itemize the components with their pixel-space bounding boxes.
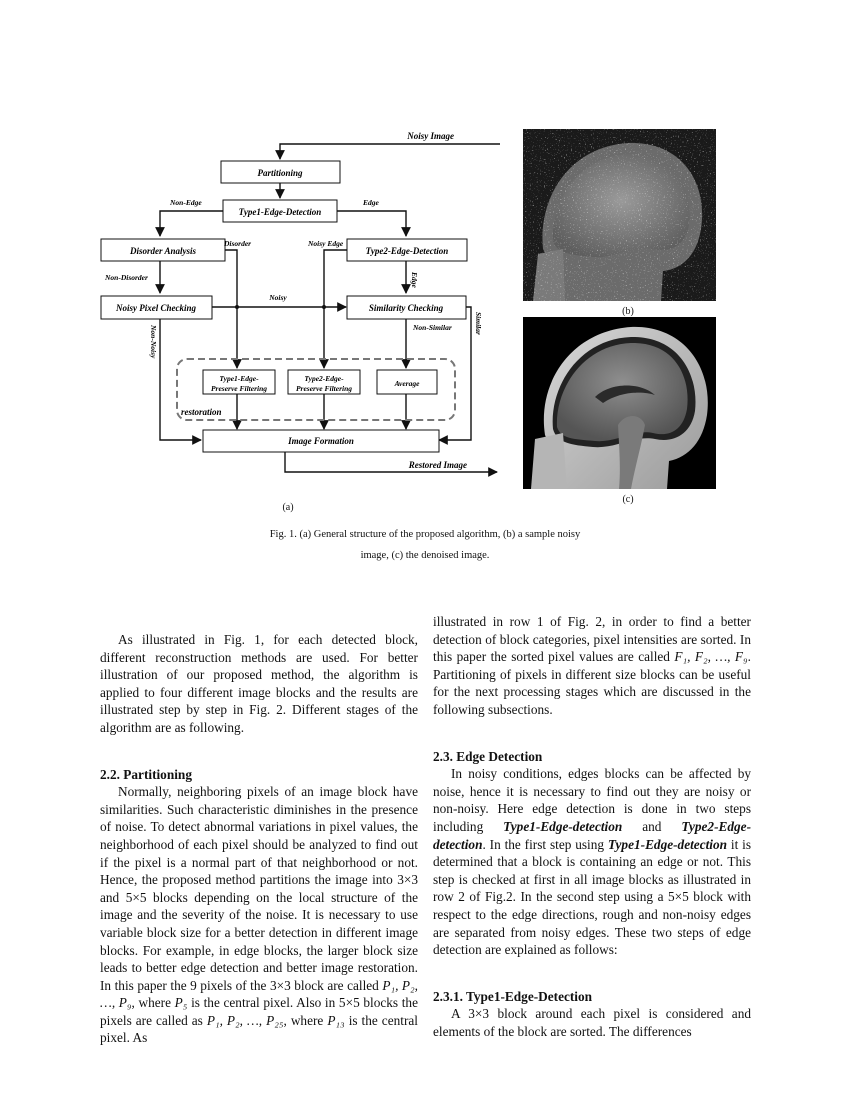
algorithm-flowchart: Partitioning Type1-Edge-Detection Disord… — [100, 131, 500, 477]
type1-edge-detection-paragraph: A 3×3 block around each pixel is conside… — [433, 1006, 751, 1039]
section-2-3-1-heading: 2.3.1. Type1-Edge-Detection — [433, 988, 593, 1004]
restoration-label: restoration — [181, 407, 222, 417]
partitioning-paragraph: Normally, neighboring pixels of an image… — [100, 784, 419, 1046]
type2-filter-box-line1: Type2-Edge- — [304, 374, 344, 383]
caption-line-1: Fig. 1. (a) General structure of the pro… — [269, 529, 581, 540]
type2-edge-detection-box: Type2-Edge-Detection — [366, 246, 449, 256]
subfigure-c-label: (c) — [622, 494, 634, 505]
type1-edge-detection-box: Type1-Edge-Detection — [239, 207, 322, 217]
section-2-2-heading: 2.2. Partitioning — [100, 766, 192, 782]
subfigure-b-label: (b) — [622, 306, 634, 317]
non-similar-label: Non-Similar — [412, 323, 452, 332]
edge-label: Edge — [362, 198, 380, 207]
right-column: illustrated in row 1 of Fig. 2, in order… — [433, 613, 751, 1040]
partitioning-box: Partitioning — [257, 168, 303, 178]
left-column: As illustrated in Fig. 1, for each detec… — [100, 631, 418, 1047]
non-noisy-label: Non-Noisy — [149, 324, 158, 359]
type1-filter-box-line2: Preserve Filtering — [211, 384, 267, 393]
caption-line-2: image, (c) the denoised image. — [360, 550, 490, 561]
restored-image-label: Restored Image — [408, 460, 467, 470]
edge-vertical-label: Edge — [410, 271, 419, 289]
noisy-mri-image — [523, 129, 716, 301]
noisy-edge-label: Noisy Edge — [307, 239, 344, 248]
disorder-analysis-box: Disorder Analysis — [129, 246, 196, 256]
image-formation-box: Image Formation — [287, 436, 354, 446]
disorder-label: Disorder — [223, 239, 251, 248]
average-box: Average — [394, 379, 421, 388]
noisy-pixel-checking-box: Noisy Pixel Checking — [115, 303, 196, 313]
similar-label: Similar — [474, 312, 483, 335]
intro-paragraph: As illustrated in Fig. 1, for each detec… — [100, 632, 418, 735]
edge-detection-paragraph: In noisy conditions, edges blocks can be… — [433, 766, 752, 958]
subfigure-a-label: (a) — [282, 502, 294, 513]
type1-filter-box-line1: Type1-Edge- — [219, 374, 259, 383]
non-edge-label: Non-Edge — [169, 198, 202, 207]
noisy-label: Noisy — [268, 293, 287, 302]
section-2-3-heading: 2.3. Edge Detection — [433, 748, 543, 764]
figure-caption: Fig. 1. (a) General structure of the pro… — [255, 524, 595, 566]
type2-filter-box-line2: Preserve Filtering — [296, 384, 352, 393]
denoised-mri-image — [523, 317, 716, 489]
noisy-image-label: Noisy Image — [406, 131, 454, 141]
partitioning-continuation-paragraph: illustrated in row 1 of Fig. 2, in order… — [433, 614, 751, 717]
non-disorder-label: Non-Disorder — [104, 273, 148, 282]
similarity-checking-box: Similarity Checking — [369, 303, 444, 313]
